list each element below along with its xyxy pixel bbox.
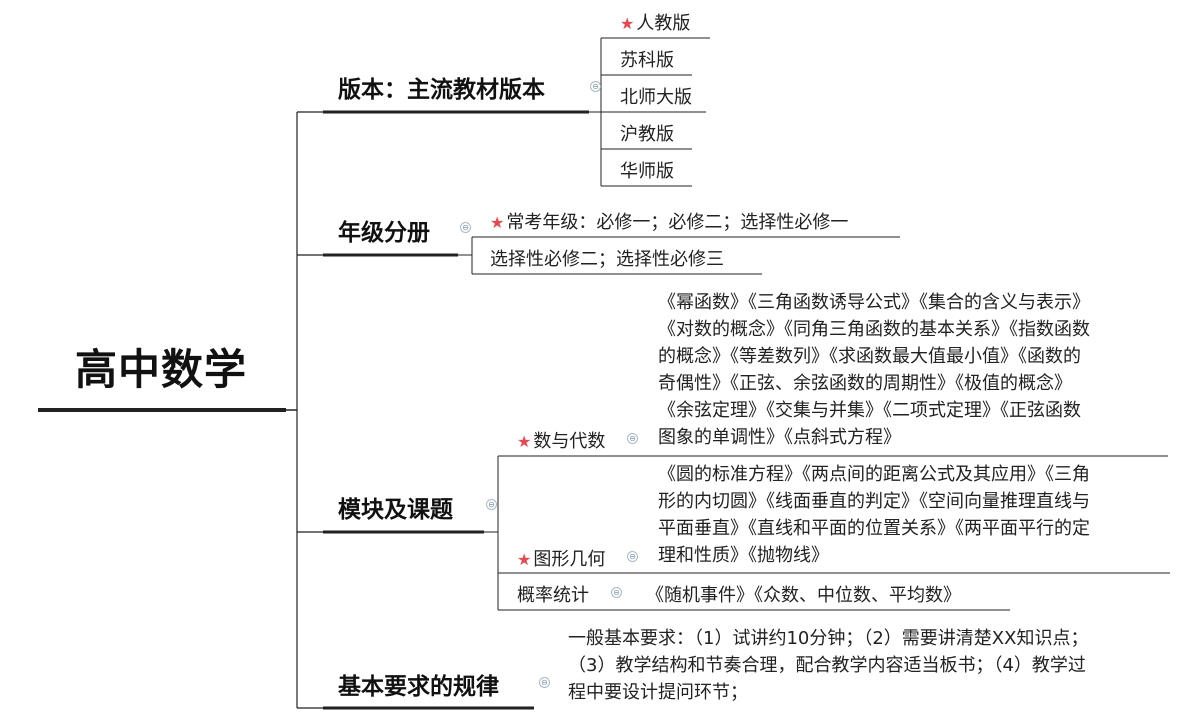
topic-line: 理和性质》《抛物线》: [658, 545, 829, 566]
version-item-renjiao: ★人教版: [620, 13, 691, 34]
branch-modules-label: 模块及课题: [338, 497, 453, 523]
root-title: 高中数学: [75, 345, 248, 394]
module-probability-label: 概率统计: [517, 585, 589, 606]
requirement-line: 一般基本要求：（1）试讲约10分钟；（2）需要讲清楚XX知识点；: [568, 628, 1089, 649]
module-algebra-topics: 《幂函数》《三角函数诱导公式》《集合的含义与表示》 《对数的概念》《同角三角函数…: [658, 289, 1090, 451]
requirements-text: 一般基本要求：（1）试讲约10分钟；（2）需要讲清楚XX知识点； （3）教学结构…: [568, 625, 1088, 706]
version-item-beishida: 北师大版: [620, 87, 692, 108]
collapse-toggle-icon[interactable]: ⊖: [611, 587, 622, 598]
module-geometry-topics: 《圆的标准方程》《两点间的距离公式及其应用》《三角 形的内切圆》《线面垂直的判定…: [658, 461, 1090, 569]
collapse-toggle-icon[interactable]: ⊖: [460, 222, 471, 233]
topic-line: 平面垂直》《直线和平面的位置关系》《两平面平行的定: [658, 518, 1090, 539]
star-icon: ★: [517, 550, 532, 569]
version-item-hujiao: 沪教版: [620, 124, 674, 145]
topic-line: 图象的单调性》《点斜式方程》: [658, 427, 901, 448]
module-algebra-label: ★数与代数: [517, 431, 606, 452]
version-item-huashi: 华师版: [620, 161, 674, 182]
star-icon: ★: [517, 432, 532, 451]
requirement-line: （3）教学结构和节奏合理，配合教学内容适当板书；（4）教学过: [568, 655, 1086, 676]
topic-line: 奇偶性》《正弦、余弦函数的周期性》《极值的概念》: [658, 373, 1072, 394]
collapse-toggle-icon[interactable]: ⊖: [539, 677, 550, 688]
branch-requirements-label: 基本要求的规律: [338, 674, 499, 700]
topic-line: 《对数的概念》《同角三角函数的基本关系》《指数函数: [658, 319, 1090, 340]
grade-item-common: ★常考年级：必修一；必修二；选择性必修一: [490, 212, 849, 233]
grade-item-elective: 选择性必修二；选择性必修三: [490, 249, 724, 270]
topic-line: 形的内切圆》《线面垂直的判定》《空间向量推理直线与: [658, 491, 1090, 512]
topic-line: 《圆的标准方程》《两点间的距离公式及其应用》《三角: [658, 464, 1090, 485]
collapse-toggle-icon[interactable]: ⊖: [590, 81, 601, 92]
module-geometry-label: ★图形几何: [517, 549, 606, 570]
collapse-toggle-icon[interactable]: ⊖: [486, 499, 497, 510]
branch-version-label: 版本：主流教材版本: [338, 77, 545, 103]
collapse-toggle-icon[interactable]: ⊖: [627, 551, 638, 562]
module-probability-topics: 《随机事件》《众数、中位数、平均数》: [646, 585, 961, 606]
collapse-toggle-icon[interactable]: ⊖: [627, 433, 638, 444]
topic-line: 的概念》《等差数列》《求函数最大值最小值》《函数的: [658, 346, 1081, 367]
requirement-line: 程中要设计提问环节；: [568, 682, 748, 703]
star-icon: ★: [490, 213, 505, 232]
version-item-suke: 苏科版: [620, 50, 674, 71]
topic-line: 《幂函数》《三角函数诱导公式》《集合的含义与表示》: [658, 292, 1090, 313]
topic-line: 《余弦定理》《交集与并集》《二项式定理》《正弦函数: [658, 400, 1081, 421]
star-icon: ★: [620, 14, 635, 33]
branch-grade-label: 年级分册: [338, 220, 430, 246]
